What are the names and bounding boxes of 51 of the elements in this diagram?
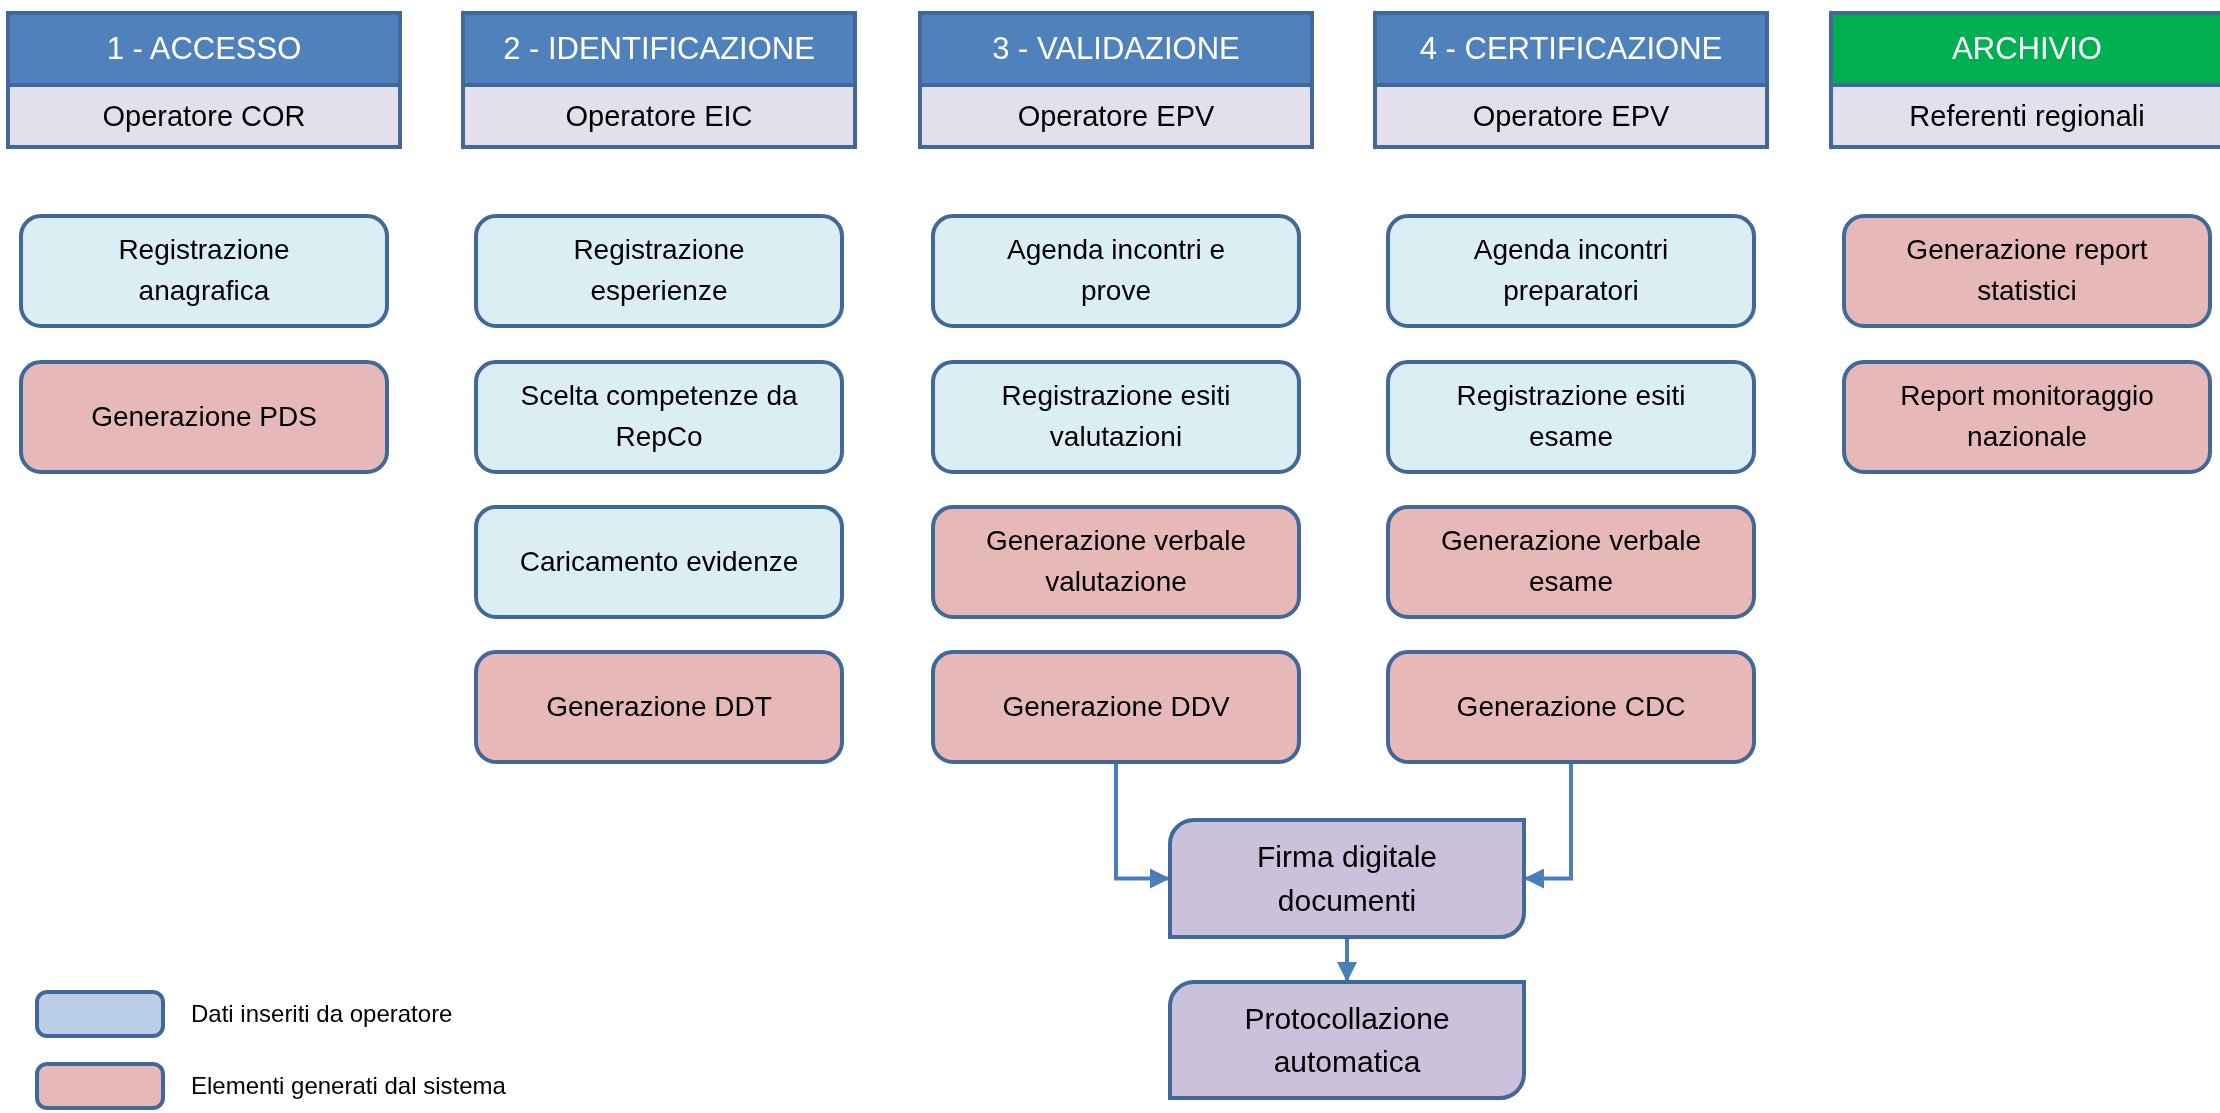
box-label: Caricamento evidenze [519, 544, 799, 579]
box-label: Operatore EPV [1472, 98, 1670, 134]
box-label: Generazione DDV [1002, 689, 1230, 724]
box-label: Registrazione esiti esame [1455, 379, 1687, 454]
output-box [931, 505, 1301, 619]
box-label: 4 - CERTIFICAZIONE [1419, 29, 1723, 68]
box-label: Protocollazione automatica [1243, 1000, 1451, 1080]
output-box [931, 650, 1301, 764]
box-label: Generazione PDS [91, 399, 317, 434]
box-label: Agenda incontri preparatori [1472, 233, 1670, 308]
input-box [474, 505, 844, 619]
box-label: Generazione report statistici [1905, 233, 2149, 308]
output-box [1386, 650, 1756, 764]
output-box [19, 360, 389, 474]
box-label: Registrazione anagrafica [117, 233, 291, 308]
box-label: Agenda incontri e prove [1006, 233, 1226, 308]
process-box [1168, 980, 1526, 1100]
box-label: 3 - VALIDAZIONE [992, 29, 1240, 68]
box-label: Generazione DDT [546, 689, 772, 724]
box-label: Generazione verbale valutazione [985, 524, 1247, 599]
input-box [931, 214, 1301, 328]
box-label: Referenti regionali [1909, 98, 2145, 134]
box-label: ARCHIVIO [1952, 29, 2102, 68]
arrow [1337, 939, 1357, 982]
box-label: Scelta competenze da RepCo [519, 379, 799, 454]
box-label: Operatore EIC [565, 98, 753, 134]
box-label: Operatore COR [102, 98, 306, 134]
box-label: Generazione verbale esame [1440, 524, 1702, 599]
box-label: Firma digitale documenti [1255, 839, 1439, 919]
box-label: Generazione CDC [1456, 689, 1686, 724]
input-box [19, 214, 389, 328]
box-label: Registrazione esiti valutazioni [1000, 379, 1232, 454]
box-label: Operatore EPV [1017, 98, 1215, 134]
arrow [1114, 764, 1170, 889]
box-label: 1 - ACCESSO [106, 29, 302, 68]
box-label: Registrazione esperienze [572, 233, 746, 308]
arrow [1524, 764, 1573, 889]
process-box [1168, 818, 1526, 939]
input-box [931, 360, 1301, 474]
box-label: 2 - IDENTIFICAZIONE [503, 29, 815, 68]
input-box [1386, 214, 1756, 328]
box-label: Report monitoraggio nazionale [1899, 379, 2155, 454]
output-box [1842, 214, 2212, 328]
output-box [1386, 505, 1756, 619]
output-box [474, 650, 844, 764]
input-box [474, 214, 844, 328]
output-box [1842, 360, 2212, 474]
input-box [1386, 360, 1756, 474]
input-box [474, 360, 844, 474]
legend-label: Dati inseriti da operatore [191, 1000, 453, 1028]
legend-label: Elementi generati dal sistema [191, 1072, 506, 1100]
